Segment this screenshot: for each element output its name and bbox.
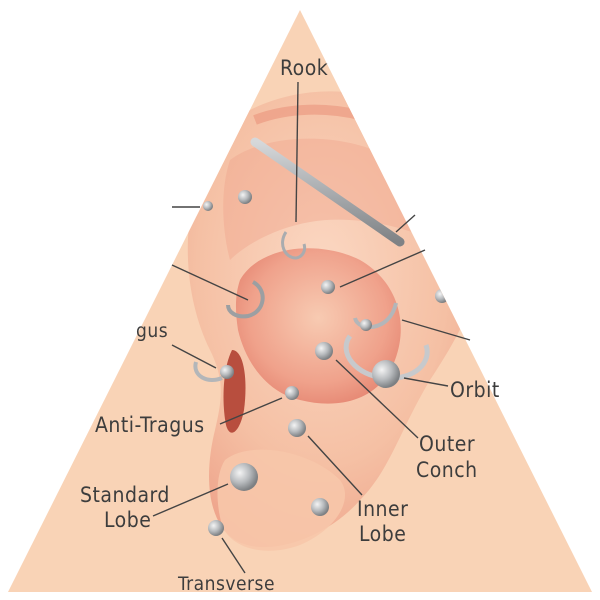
transverse-lobe-stud [208, 520, 224, 536]
label-inner-lobe-2: Lobe [359, 522, 406, 546]
label-rook: Rook [280, 56, 328, 80]
tragus-ring [193, 361, 223, 382]
leader-rook [295, 81, 299, 223]
forward-helix-stud [238, 190, 252, 204]
leader-inner-lobe [307, 435, 363, 496]
conch-ring [353, 302, 398, 330]
leader-tragus [171, 344, 217, 369]
leader-snug [339, 249, 426, 288]
leader-standard-lobe [152, 483, 229, 517]
conch-ring-bead [360, 319, 372, 331]
label-anti-tragus: Anti-Tragus [95, 413, 205, 437]
label-outer-conch-1: Outer [419, 432, 475, 456]
daith-ring [226, 280, 265, 319]
leader-conch [401, 319, 471, 341]
leader-outer-conch [335, 359, 419, 439]
leader-orbital [403, 377, 449, 387]
label-tragus: gus [136, 320, 168, 342]
leader-transverse [221, 537, 246, 574]
leader-daith [171, 264, 249, 301]
anti-tragus-stud [285, 386, 299, 400]
antihelix-area [223, 138, 428, 260]
rook-ring [281, 231, 307, 260]
snug-stud [321, 280, 335, 294]
label-outer-conch-2: Conch [416, 458, 478, 482]
forward-helix-stud-2 [203, 201, 213, 211]
label-transverse: Transverse [177, 573, 275, 595]
leader-lines [152, 81, 471, 574]
standard-lobe-stud [230, 463, 258, 491]
label-standard-lobe-1: Standard [80, 483, 170, 507]
label-orbital: Orbit [450, 378, 500, 402]
outer-conch-stud [315, 342, 333, 360]
label-standard-lobe-2: Lobe [104, 508, 151, 532]
concha-shape [235, 248, 401, 404]
leader-industrial [395, 214, 416, 233]
industrial-barbell [250, 137, 405, 247]
upper-lobe-stud [288, 419, 306, 437]
leader-anti-tragus [219, 397, 283, 425]
label-inner-lobe-1: Inner [357, 497, 408, 521]
tragus-ring-bead [220, 365, 234, 379]
orbital-ball [372, 360, 400, 388]
inner-lobe-stud [311, 498, 329, 516]
helix-stud-right [435, 289, 449, 303]
